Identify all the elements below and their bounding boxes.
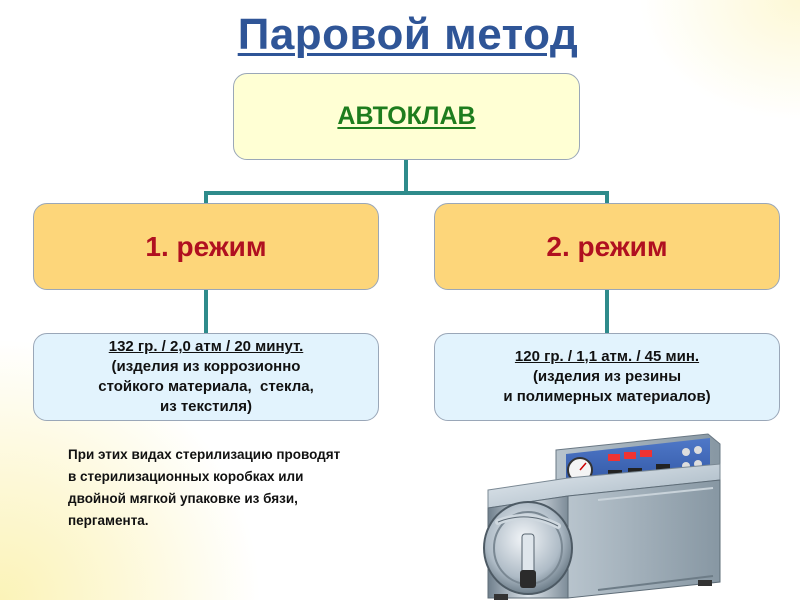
note-line: При этих видах стерилизацию проводят <box>68 447 341 462</box>
note-line: в стерилизационных коробках или <box>68 469 304 484</box>
mode-2-detail-node: 120 гр. / 1,1 атм. / 45 мин. (изделия из… <box>434 333 780 421</box>
mode-1-label: 1. режим <box>145 230 267 262</box>
mode-1-detail-line: из текстиля) <box>159 398 253 415</box>
mode-2-detail-line: и полимерных материалов) <box>503 388 711 405</box>
mode-1-detail-line: стойкого материала, стекла, <box>98 378 314 395</box>
mode-1-parameters: 132 гр. / 2,0 атм / 20 минут. <box>108 338 304 355</box>
mode-2-parameters: 120 гр. / 1,1 атм. / 45 мин. <box>514 348 700 365</box>
mode-2-label: 2. режим <box>546 230 668 262</box>
page-title: Паровой метод <box>237 10 579 59</box>
mode-2-node: 2. режим <box>434 203 780 290</box>
mode-1-detail-line: (изделия из коррозионно <box>111 358 301 375</box>
note-line: пергамента. <box>68 513 149 528</box>
note-line: двойной мягкой упаковке из бязи, <box>68 491 298 506</box>
autoclave-label: АВТОКЛАВ <box>337 102 476 130</box>
autoclave-icon <box>483 433 721 600</box>
mode-1-node: 1. режим <box>33 203 379 290</box>
sterilization-note: При этих видах стерилизацию проводят в с… <box>68 444 398 532</box>
mode-2-detail-line: (изделия из резины <box>532 368 682 385</box>
autoclave-node: АВТОКЛАВ <box>233 73 580 160</box>
mode-1-detail-node: 132 гр. / 2,0 атм / 20 минут. (изделия и… <box>33 333 379 421</box>
